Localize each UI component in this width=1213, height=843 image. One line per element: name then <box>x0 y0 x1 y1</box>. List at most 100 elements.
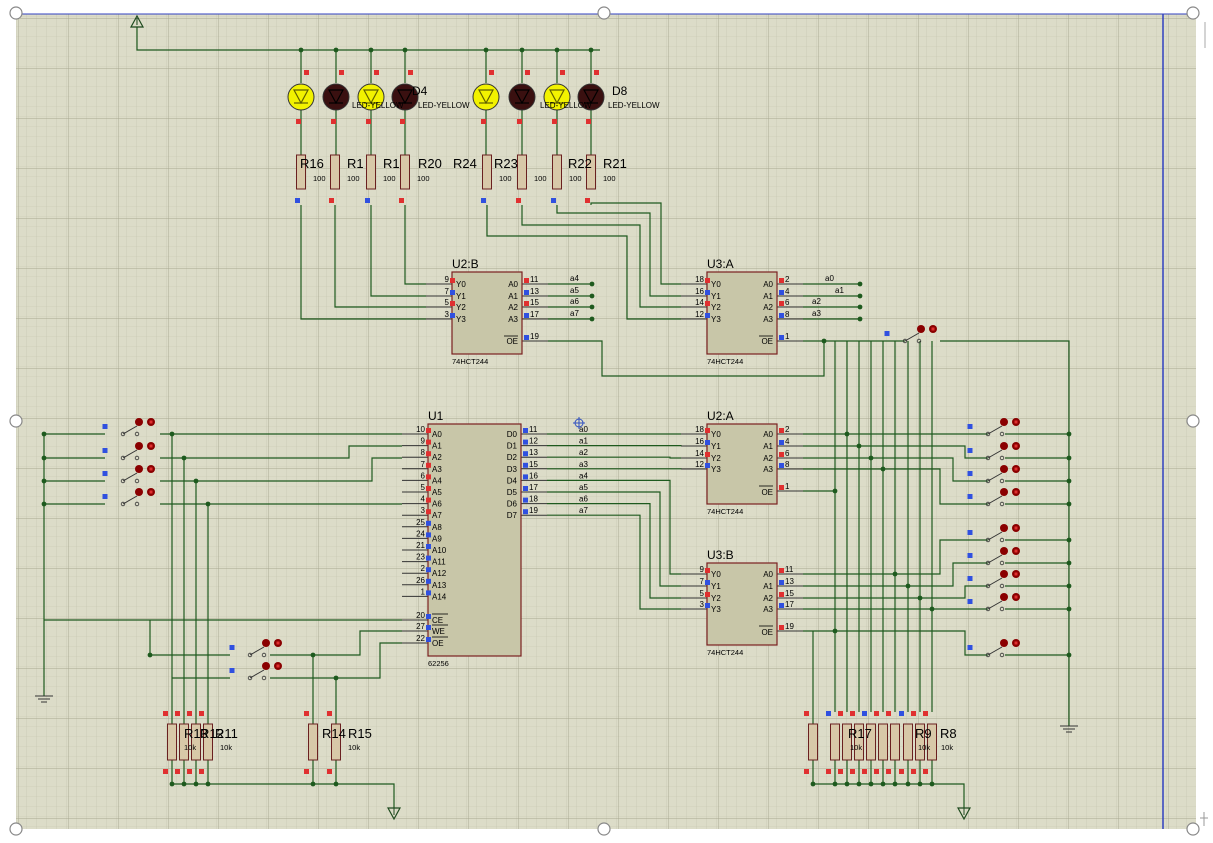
switch-knob <box>1000 547 1008 555</box>
resistor-name: R22 <box>568 156 592 171</box>
address-toggle-switch[interactable] <box>102 418 156 437</box>
address-toggle-switch[interactable] <box>102 465 156 484</box>
input-toggle-switch[interactable] <box>967 465 1021 484</box>
pin-label: OE <box>432 639 444 648</box>
input-toggle-switch[interactable] <box>967 488 1021 507</box>
resize-handle-icon[interactable] <box>1186 822 1200 836</box>
pin-number: 4 <box>785 287 790 296</box>
led-diode-triangle <box>477 89 495 105</box>
pin-label: A2 <box>432 453 442 462</box>
pin-marker <box>426 637 431 642</box>
led-pin-marker <box>374 70 379 75</box>
junction-dot <box>147 652 153 658</box>
input-toggle-switch[interactable] <box>967 570 1021 589</box>
wire <box>556 205 681 297</box>
pin-label: Y3 <box>456 315 466 324</box>
resistor-name: R20 <box>418 156 442 171</box>
address-toggle-switch[interactable] <box>102 488 156 507</box>
resize-handle-icon[interactable] <box>1186 414 1200 428</box>
switch-knob <box>1000 593 1008 601</box>
resistor-value: 10k <box>220 743 232 752</box>
write-enable-switch[interactable] <box>229 639 283 658</box>
switch-pin-marker <box>967 553 973 558</box>
led-pin-marker <box>560 70 565 75</box>
oe-toggle-switch[interactable] <box>884 325 938 344</box>
net-label: a7 <box>579 506 588 515</box>
resistor-r21 <box>586 154 596 190</box>
led-pin-marker <box>304 70 309 75</box>
led-pin-marker <box>525 70 530 75</box>
resistor-pin-marker <box>327 769 332 774</box>
resize-handle-icon[interactable] <box>9 6 23 20</box>
chip-name: U1 <box>428 409 444 423</box>
led-pin-marker <box>586 119 591 124</box>
pin-marker <box>426 625 431 630</box>
led-pin-marker <box>408 70 413 75</box>
pin-marker <box>426 474 431 480</box>
address-toggle-switch[interactable] <box>102 442 156 461</box>
net-label: a3 <box>579 460 588 469</box>
resistor-pin-marker <box>327 711 332 716</box>
led-diode-triangle <box>548 89 566 105</box>
junction-dot <box>832 488 838 494</box>
wire <box>803 445 988 459</box>
pin-marker <box>524 290 529 295</box>
chip-part: 74HCT244 <box>707 507 743 516</box>
junction-dot <box>1066 606 1072 612</box>
pin-number: 14 <box>695 449 704 458</box>
pin-marker <box>705 580 710 585</box>
pin-number: 9 <box>421 437 426 446</box>
junction-dot <box>193 781 199 787</box>
resistor-pin-marker <box>911 769 916 774</box>
pin-number: 18 <box>529 495 538 504</box>
resize-handle-icon[interactable] <box>9 822 23 836</box>
chip-u3b <box>706 562 778 646</box>
switch-terminal <box>999 501 1005 507</box>
switch-pin-marker <box>1014 467 1018 471</box>
switch-knob <box>1000 488 1008 496</box>
led-pin-marker <box>366 119 371 124</box>
resize-handle-icon[interactable] <box>9 414 23 428</box>
input-toggle-switch[interactable] <box>967 418 1021 437</box>
pin-number: 13 <box>530 287 539 296</box>
power-arrow-icon <box>129 14 145 28</box>
pin-marker <box>524 313 529 318</box>
led-pin-marker <box>594 70 599 75</box>
wire <box>803 457 988 482</box>
pin-number: 7 <box>421 460 426 469</box>
resistor-name: R1 <box>347 156 364 171</box>
pin-label: A1 <box>508 292 518 301</box>
pin-label: A0 <box>508 280 518 289</box>
pin-label: A14 <box>432 592 447 601</box>
pullup-resistor <box>878 723 888 761</box>
input-toggle-switch[interactable] <box>967 442 1021 461</box>
junction-dot <box>857 304 863 310</box>
pin-number: 17 <box>529 483 538 492</box>
pin-number: 24 <box>416 529 425 538</box>
pin-number: 17 <box>785 600 794 609</box>
resize-handle-icon[interactable] <box>1186 6 1200 20</box>
input-toggle-switch[interactable] <box>967 639 1021 658</box>
pullup-resistor <box>808 723 818 761</box>
resistor-value: 100 <box>383 174 396 183</box>
junction-dot <box>589 293 595 299</box>
junction-dot <box>205 781 211 787</box>
input-toggle-switch[interactable] <box>967 547 1021 566</box>
parts-layer <box>9 6 1208 836</box>
input-toggle-switch[interactable] <box>967 593 1021 612</box>
resize-handle-icon[interactable] <box>597 822 611 836</box>
resistor-pin-marker <box>886 769 891 774</box>
pin-number: 4 <box>785 437 790 446</box>
resistor-r24 <box>482 154 492 190</box>
pin-label: A3 <box>508 315 518 324</box>
pullup-resistor <box>866 723 876 761</box>
switch-terminal <box>999 537 1005 543</box>
switch-pin-marker <box>102 424 108 429</box>
resize-handle-icon[interactable] <box>597 6 611 20</box>
net-label: a2 <box>812 297 821 306</box>
switch-pin-marker <box>1014 641 1018 645</box>
switch-pin-marker <box>149 490 153 494</box>
input-toggle-switch[interactable] <box>967 524 1021 543</box>
output-enable-switch[interactable] <box>229 662 283 681</box>
